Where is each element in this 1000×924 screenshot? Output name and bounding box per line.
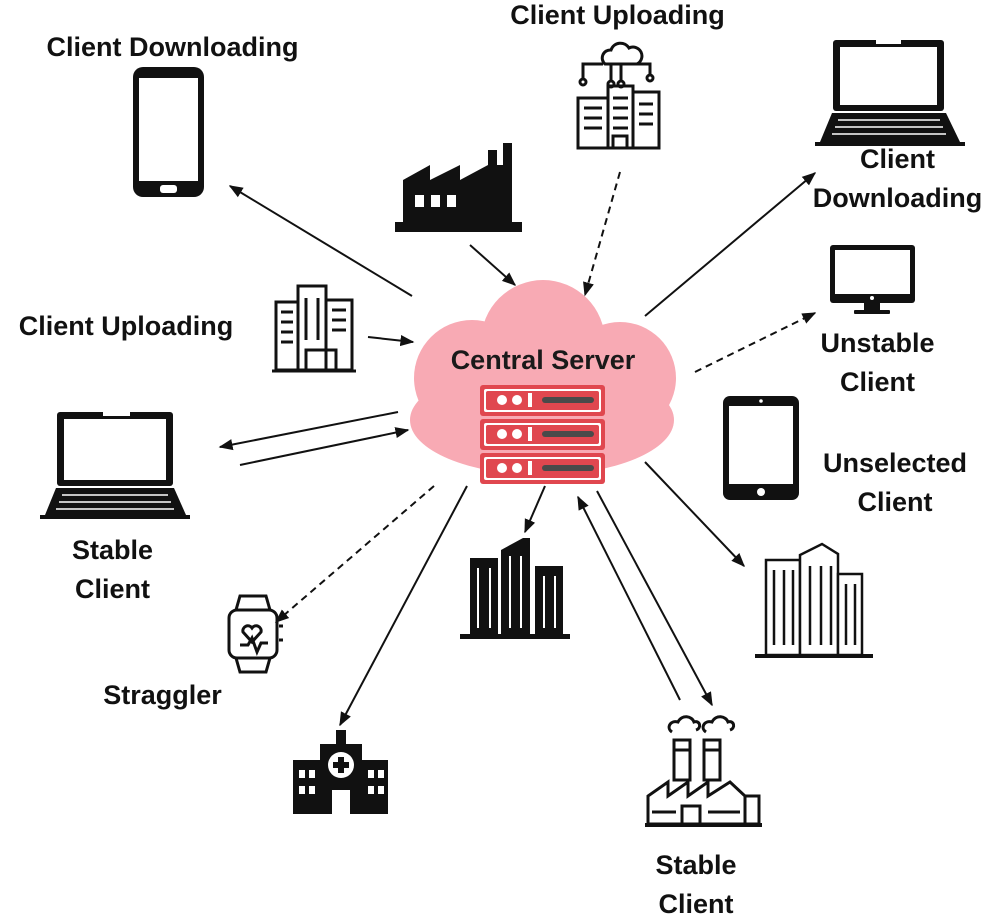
label-line-2: Client (74, 574, 150, 604)
arrow-from-laptop-left (239, 427, 410, 466)
arrow-to-industrial-plant (596, 490, 713, 707)
label-text: Client Uploading (18, 311, 234, 341)
arrow-to-hospital (339, 485, 468, 727)
arrow-to-monitor (694, 312, 817, 373)
label-client-uploading-left: Client Uploading (0, 307, 252, 346)
label-line-1: Client (859, 144, 935, 174)
arrow-from-factory (469, 244, 517, 286)
label-unstable-client: Unstable Client (795, 324, 960, 402)
label-client-uploading-top: Client Uploading (470, 0, 765, 35)
skyscrapers-icon (460, 538, 570, 639)
arrow-from-cloud-building (583, 171, 621, 297)
label-straggler: Straggler (80, 676, 245, 715)
arrow-to-skyscrapers-center (524, 485, 546, 534)
arrow-to-laptop-right (644, 172, 817, 317)
label-stable-client-left: Stable Client (40, 531, 185, 609)
label-stable-client-bottom: Stable Client (622, 846, 770, 924)
arrow-from-office-buildings (367, 335, 415, 347)
cloud-building-icon (576, 41, 661, 150)
label-line-2: Client (658, 889, 734, 919)
label-text: Client Downloading (46, 32, 299, 62)
label-line-1: Stable (71, 535, 154, 565)
label-unselected-client: Unselected Client (800, 444, 990, 522)
factory-icon (395, 143, 522, 232)
monitor-icon (830, 245, 915, 314)
smartphone-icon (133, 67, 204, 197)
label-text: Straggler (103, 680, 222, 710)
label-line-2: Client (839, 367, 915, 397)
server-rack-icon (480, 385, 605, 484)
label-text: Client Uploading (510, 0, 725, 30)
label-line-2: Downloading (812, 183, 983, 213)
arrow-to-smartwatch (274, 485, 435, 623)
central-server: Central Server (410, 280, 676, 484)
label-line-1: Stable (655, 850, 737, 880)
smartwatch-icon (227, 594, 283, 674)
skyscrapers-icon (755, 542, 873, 658)
arrow-from-industrial-plant (577, 495, 681, 701)
label-client-downloading-top-left: Client Downloading (10, 28, 335, 67)
arrow-to-laptop-left (218, 411, 399, 451)
server-label: Central Server (451, 345, 636, 375)
hospital-icon (293, 730, 388, 814)
industrial-plant-icon (645, 715, 762, 827)
arrow-to-skyscrapers-right (644, 461, 745, 568)
office-buildings-icon (272, 284, 356, 373)
label-line-2: Client (857, 487, 933, 517)
laptop-icon (40, 412, 190, 519)
laptop-icon (815, 40, 965, 146)
tablet-icon (723, 396, 799, 500)
label-client-downloading-right: Client Downloading (795, 140, 1000, 218)
label-line-1: Unselected (822, 448, 968, 478)
arrow-to-smartphone (228, 185, 413, 297)
connections (218, 171, 817, 727)
label-line-1: Unstable (820, 328, 935, 358)
